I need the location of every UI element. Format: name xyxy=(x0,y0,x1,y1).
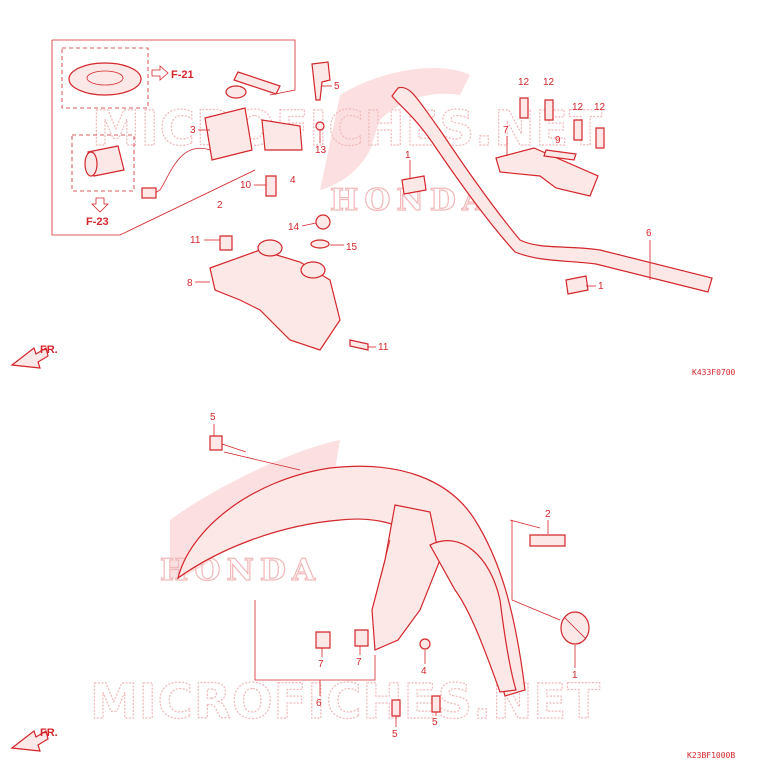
callout: 5 xyxy=(210,412,216,423)
bracket-part xyxy=(261,119,303,151)
assembly-frame xyxy=(51,39,296,236)
ignition-switch-part xyxy=(204,107,253,161)
fender-inner-panel xyxy=(429,540,517,693)
callout: 7 xyxy=(356,657,362,668)
bolt-part-left xyxy=(219,235,233,251)
connector-part xyxy=(141,187,157,199)
arrow-right-icon xyxy=(151,65,169,81)
callout: 5 xyxy=(392,729,398,740)
callout: 5 xyxy=(432,717,438,728)
callout: 1 xyxy=(405,150,411,161)
callout: 3 xyxy=(190,125,196,136)
fuel-cap-part xyxy=(68,62,142,96)
callout: 11 xyxy=(378,342,389,353)
watermark-text-top: MICROFICHES.NET xyxy=(92,101,603,157)
front-arrow-icon xyxy=(10,730,49,752)
bolt-part-lower-right xyxy=(431,695,441,713)
callout: 13 xyxy=(315,145,327,156)
wire-harness xyxy=(149,147,211,197)
callouts-upper: 1 1 2 3 4 5 6 7 8 9 10 11 11 12 12 12 12… xyxy=(187,77,652,353)
callout: 4 xyxy=(421,666,427,677)
holder-bolt-2 xyxy=(544,99,554,121)
callout: 1 xyxy=(598,281,604,292)
bolt-part xyxy=(315,121,325,131)
key-blank-part xyxy=(311,61,331,101)
front-arrow-icon xyxy=(10,347,49,369)
fuel-cap-inner xyxy=(86,70,124,86)
callout: 2 xyxy=(217,200,223,211)
leader-lines xyxy=(223,451,561,681)
screw-part xyxy=(265,175,277,197)
callout: 1 xyxy=(572,670,578,681)
washer-part xyxy=(310,239,330,249)
holder-bolt-3 xyxy=(573,119,583,141)
callout: 8 xyxy=(187,278,193,289)
front-marker-lower: FR. xyxy=(40,727,58,739)
callout: 2 xyxy=(545,509,551,520)
callout: 14 xyxy=(288,222,300,233)
bolt-part-top xyxy=(209,435,223,451)
callout: 7 xyxy=(503,125,509,136)
shim-part xyxy=(543,149,577,161)
callout: 12 xyxy=(594,102,606,113)
callout: 10 xyxy=(240,180,252,191)
inset-box-socket xyxy=(71,134,135,192)
grip-clamp-left xyxy=(401,175,427,195)
ref-code-lower: K23BF1000B xyxy=(687,751,735,760)
switch-barrel xyxy=(225,85,247,99)
callout: 15 xyxy=(346,242,358,253)
fork-hole-right xyxy=(300,261,326,279)
holder-bolt-4 xyxy=(595,127,605,149)
nut-part xyxy=(315,214,331,230)
nut-part-lower xyxy=(419,638,431,650)
fork-hole-left xyxy=(257,239,283,257)
callout: 6 xyxy=(316,698,322,709)
callout: 6 xyxy=(646,228,652,239)
callout: 4 xyxy=(290,175,296,186)
fender-inner-stay xyxy=(371,504,441,651)
front-marker-upper: FR. xyxy=(40,344,58,356)
page-ref-f23: F-23 xyxy=(86,216,109,228)
ref-code-upper: K433F0700 xyxy=(692,368,736,377)
watermark-top: MICROFICHES.NET HONDA xyxy=(91,67,603,219)
page-ref-f21: F-21 xyxy=(171,69,194,81)
callout: 9 xyxy=(555,135,561,146)
callout: 12 xyxy=(518,77,530,88)
arrow-down-icon xyxy=(91,197,109,213)
collar-part-right xyxy=(354,629,369,647)
clip-part xyxy=(529,534,566,547)
bolt-part-lower xyxy=(349,339,369,351)
holder-bolt-1 xyxy=(519,97,529,119)
grip-clamp-right xyxy=(565,275,589,295)
callout: 5 xyxy=(334,81,340,92)
key-part xyxy=(233,71,281,95)
handlebar-part xyxy=(391,86,713,293)
callout: 11 xyxy=(190,235,201,246)
inset-box-cap xyxy=(61,47,149,109)
collar-part-left xyxy=(315,631,331,649)
socket-end xyxy=(84,151,98,177)
callout: 7 xyxy=(318,659,324,670)
bolt-part-lower-left xyxy=(391,699,401,717)
callout: 12 xyxy=(543,77,555,88)
honda-wing-logo xyxy=(320,67,470,190)
callouts-lower: 1 2 4 5 5 5 6 7 7 xyxy=(210,412,578,740)
callout: 12 xyxy=(572,102,584,113)
front-fender-part xyxy=(177,465,526,697)
